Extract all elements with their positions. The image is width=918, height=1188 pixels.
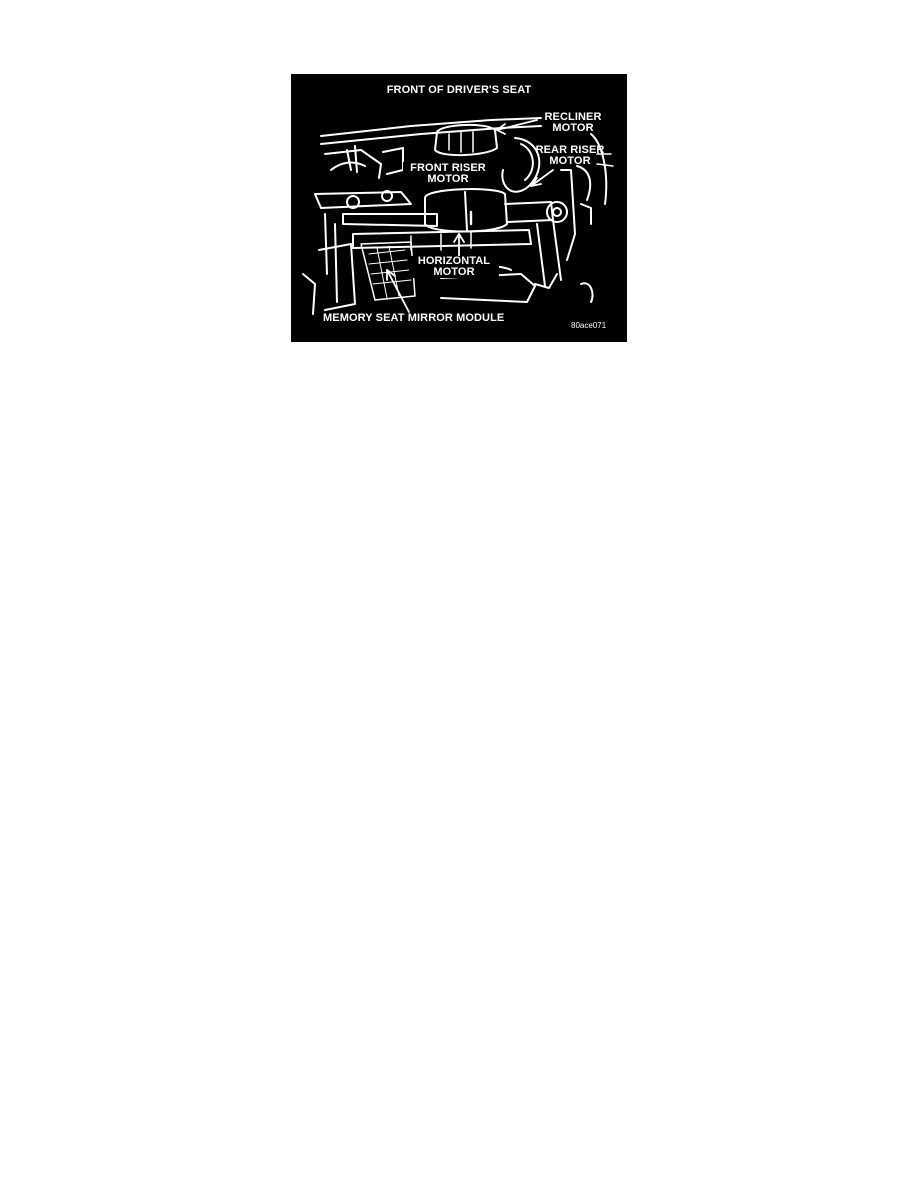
label-line: MOTOR [549,155,591,167]
label-memory-seat-mirror-module: MEMORY SEAT MIRROR MODULE [323,312,505,324]
label-line: REAR RISER [535,144,605,156]
label-line: FRONT RISER [410,162,486,174]
label-line: MOTOR [552,122,594,134]
label-line: RECLINER [544,111,602,123]
figure-id: 80ace071 [571,321,607,330]
label-line: HORIZONTAL [417,255,491,267]
label-line: MOTOR [427,173,469,185]
seat-motor-diagram: FRONT OF DRIVER'S SEAT RECLINER MOTOR RE… [291,74,627,342]
label-line: MOTOR [433,266,475,278]
label-recliner-motor: RECLINER MOTOR [537,112,609,134]
seat-mechanism-line-art [302,117,614,315]
figure-title: FRONT OF DRIVER'S SEAT [386,84,532,96]
label-front-riser-motor: FRONT RISER MOTOR [403,162,493,186]
label-rear-riser-motor: REAR RISER MOTOR [529,145,611,167]
label-horizontal-motor: HORIZONTAL MOTOR [409,256,499,278]
